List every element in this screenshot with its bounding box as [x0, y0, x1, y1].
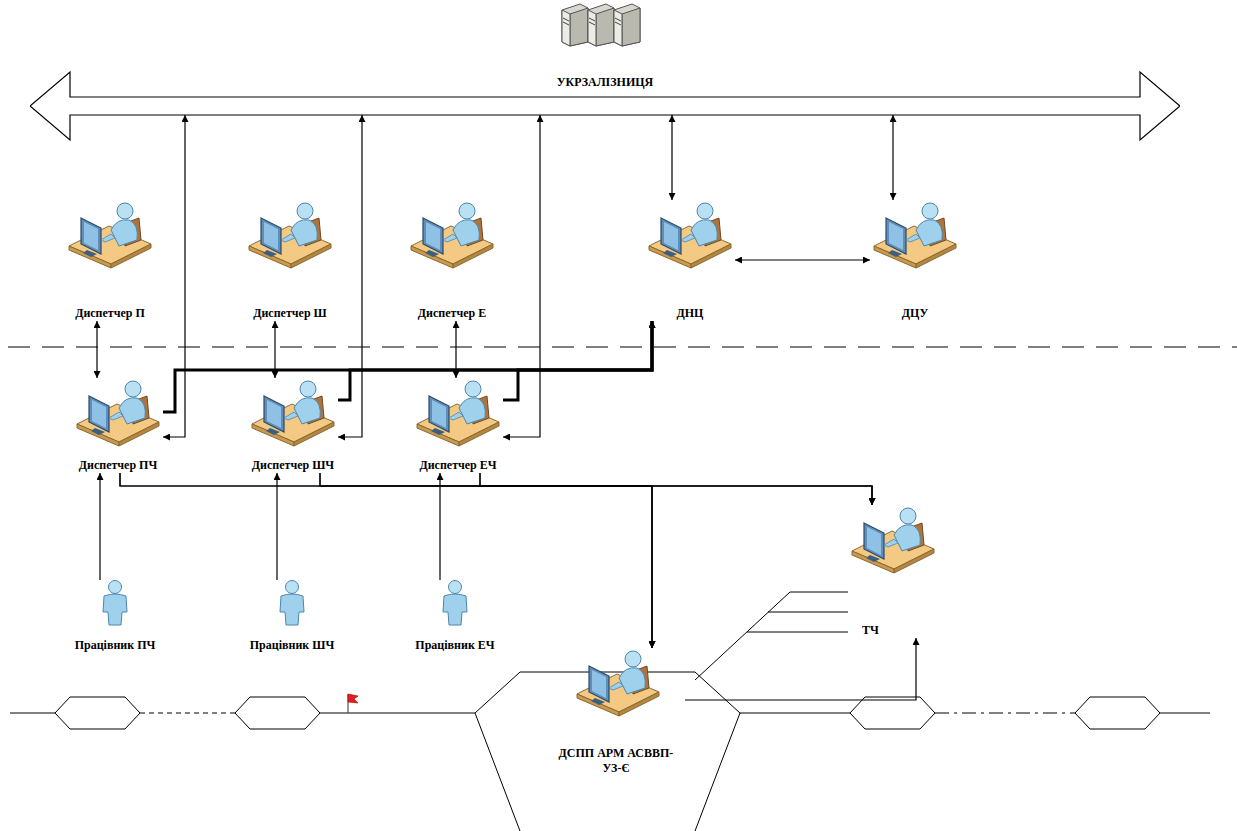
icon-graphic	[874, 203, 956, 268]
worker-figure: Працівник ПЧ	[73, 580, 158, 653]
track-line	[740, 713, 850, 714]
person-icon	[437, 580, 473, 626]
workstation-icon	[647, 200, 733, 270]
track-line	[140, 713, 235, 714]
connector	[480, 473, 872, 505]
workstation-icon	[67, 200, 153, 270]
icon-graphic	[252, 381, 334, 446]
connector	[276, 473, 277, 580]
workstation: ТЧ	[848, 505, 938, 638]
node-label: Диспетчер П	[65, 306, 155, 321]
workstation-icon	[75, 378, 161, 448]
connector	[439, 473, 440, 580]
connector	[480, 473, 652, 648]
node-label: Диспетчер ЕЧ	[413, 458, 503, 473]
workstation: ДЦУ	[870, 200, 960, 321]
icon-graphic	[417, 381, 499, 446]
signal-flag	[348, 694, 358, 713]
icon-graphic	[852, 508, 934, 573]
workstation: ДНЦ	[645, 200, 735, 321]
icon-graphic	[103, 581, 127, 626]
node-label: Диспетчер Ш	[245, 306, 335, 321]
server-tower	[614, 4, 640, 46]
node-label: ДСПП АРМ АСВВП-УЗ-Є	[551, 746, 681, 776]
connector	[671, 115, 672, 200]
connector	[96, 321, 97, 378]
connector	[735, 259, 870, 260]
node-label: Диспетчер ШЧ	[248, 458, 338, 473]
depot-track	[790, 592, 848, 593]
connector	[320, 473, 872, 505]
connector	[163, 321, 652, 412]
railway-track	[10, 592, 1210, 831]
station-small	[1075, 697, 1160, 729]
node-label: Працівник ШЧ	[248, 638, 336, 653]
icon-graphic	[280, 581, 304, 626]
track-line	[10, 713, 55, 714]
level-separator	[8, 346, 1237, 347]
icon-graphic	[77, 381, 159, 446]
workstation-icon	[247, 200, 333, 270]
workstation-icon	[872, 200, 958, 270]
connector	[503, 115, 540, 437]
person-icon	[97, 580, 133, 626]
person-icon	[274, 580, 310, 626]
connector	[99, 473, 100, 580]
workstation-icon	[575, 648, 661, 718]
track-line	[935, 713, 1075, 714]
node-label: Диспетчер Е	[407, 306, 497, 321]
workstation: Диспетчер ШЧ	[248, 378, 338, 473]
icon-graphic	[249, 203, 331, 268]
network-bus: УКРЗАЛІЗНИЦЯ	[30, 66, 1180, 142]
connector	[120, 473, 652, 648]
station-small	[850, 697, 935, 729]
worker-figure: Працівник ЕЧ	[413, 580, 496, 653]
connector	[685, 638, 916, 700]
server-tower	[562, 4, 588, 46]
connector	[338, 321, 652, 400]
icon-graphic	[443, 581, 467, 626]
node-label: ДНЦ	[645, 306, 735, 321]
depot-track	[695, 592, 790, 680]
workstation: Диспетчер П	[65, 200, 155, 321]
station-small	[55, 697, 140, 729]
worker-figure: Працівник ШЧ	[248, 580, 336, 653]
workstation: Диспетчер Ш	[245, 200, 335, 321]
icon-graphic	[577, 651, 659, 716]
track-line	[1160, 713, 1210, 714]
workstation-icon	[250, 378, 336, 448]
flag-cloth	[348, 694, 358, 703]
depot-track	[747, 632, 848, 633]
workstation-icon	[415, 378, 501, 448]
workstation: Диспетчер ПЧ	[73, 378, 163, 473]
workstation: Диспетчер ЕЧ	[413, 378, 503, 473]
icon-graphic	[69, 203, 151, 268]
workstation: ДСПП АРМ АСВВП-УЗ-Є	[551, 648, 685, 776]
connector	[320, 473, 652, 648]
server-icon	[562, 4, 640, 46]
node-label: ДЦУ	[870, 306, 960, 321]
bus-label: УКРЗАЛІЗНИЦЯ	[30, 66, 1180, 90]
station-small	[235, 697, 320, 729]
icon-graphic	[649, 203, 731, 268]
depot-track	[768, 612, 848, 613]
connector	[503, 321, 652, 400]
connector	[892, 115, 893, 200]
node-label: Диспетчер ПЧ	[73, 458, 163, 473]
workstation: Диспетчер Е	[407, 200, 497, 321]
workstation-icon	[409, 200, 495, 270]
node-label: Працівник ЕЧ	[413, 638, 496, 653]
server-tower	[588, 4, 614, 46]
node-label: ТЧ	[848, 623, 938, 638]
icon-graphic	[411, 203, 493, 268]
connector	[120, 473, 872, 505]
node-label: Працівник ПЧ	[73, 638, 158, 653]
workstation-icon	[850, 505, 936, 575]
track-line	[320, 713, 475, 714]
